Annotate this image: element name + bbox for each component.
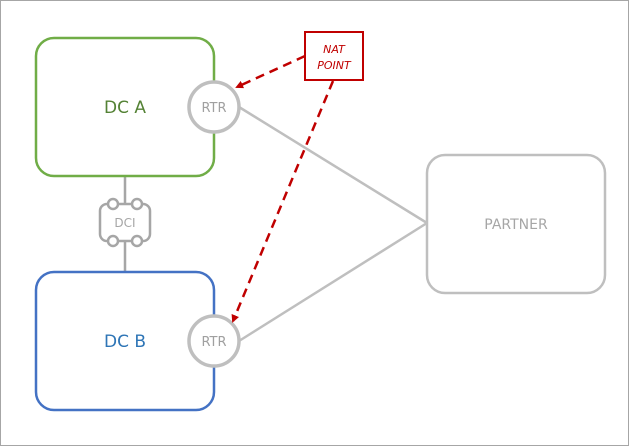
nat-arrow-to-router-b — [231, 80, 335, 323]
dci-port-icon — [106, 234, 120, 248]
router-b-label: RTR — [201, 335, 226, 350]
dc-b-label: DC B — [104, 332, 146, 352]
dci-label: DCI — [114, 216, 135, 230]
link-rtr-a-partner — [238, 105, 428, 225]
link-rtr-b-partner — [238, 221, 428, 343]
router-a — [187, 80, 241, 134]
nat-point-label-line1: NAT — [323, 43, 346, 56]
nat-point-label-line2: POINT — [317, 59, 352, 72]
nat-point-box — [304, 31, 364, 81]
dci-connector: DCI — [98, 197, 152, 248]
dci-port-icon — [130, 197, 144, 211]
partner-box — [425, 153, 607, 295]
dci-port-icon — [106, 197, 120, 211]
router-a-label: RTR — [201, 101, 226, 116]
router-b — [187, 314, 241, 368]
dc-a-label: DC A — [104, 98, 146, 118]
partner-label: PARTNER — [484, 217, 548, 233]
nat-arrow-to-router-a — [235, 54, 306, 89]
dci-port-icon — [130, 234, 144, 248]
